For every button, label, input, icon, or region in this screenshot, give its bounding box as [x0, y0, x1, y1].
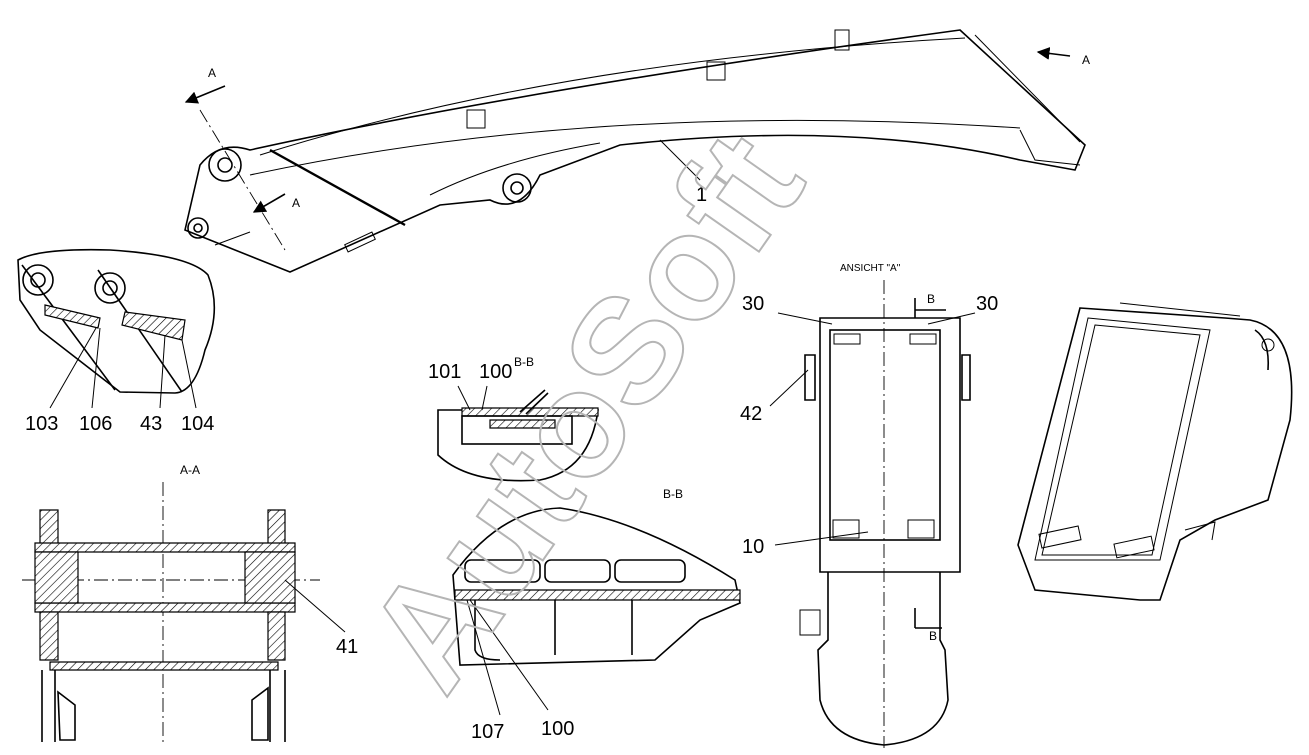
part-number-103: 103 — [25, 413, 58, 435]
part-number-10: 10 — [742, 536, 764, 558]
part-number-30-left: 30 — [742, 293, 764, 315]
section-label-b-b-upper: B-B — [514, 355, 534, 369]
arrow-letter-a-right: A — [1082, 53, 1090, 67]
part-number-42: 42 — [740, 403, 762, 425]
part-number-43: 43 — [140, 413, 162, 435]
part-number-100-upper: 100 — [479, 361, 512, 383]
part-number-1: 1 — [696, 184, 707, 206]
boom-view: A A A 1 — [184, 29, 1090, 273]
section-label-b-b-lower: B-B — [663, 487, 683, 501]
part-number-30-right: 30 — [976, 293, 998, 315]
section-a-a-view: A-A 41 — [22, 463, 358, 745]
arrow-letter-b-top: B — [927, 292, 935, 306]
section-label-a-a: A-A — [180, 463, 200, 477]
part-number-101: 101 — [428, 361, 461, 383]
part-number-100-lower: 100 — [541, 718, 574, 740]
part-number-107: 107 — [471, 721, 504, 743]
section-b-b-lower-view: B-B 107 100 — [452, 487, 741, 743]
front-view-a: ANSICHT "A" B B 30 30 42 10 — [740, 263, 998, 748]
section-b-b-upper-view: 101 100 B-B — [428, 355, 599, 482]
part-number-104: 104 — [181, 413, 214, 435]
section-label-view-a: ANSICHT "A" — [840, 263, 901, 274]
arrow-letter-a-top-left: A — [208, 66, 216, 80]
pivot-detail-view: 103 106 43 104 — [17, 248, 216, 435]
part-number-41: 41 — [336, 636, 358, 658]
part-number-106: 106 — [79, 413, 112, 435]
arrow-letter-b-bottom: B — [929, 629, 937, 643]
arrow-letter-a-mid-left: A — [292, 196, 300, 210]
isometric-view — [1017, 302, 1293, 601]
